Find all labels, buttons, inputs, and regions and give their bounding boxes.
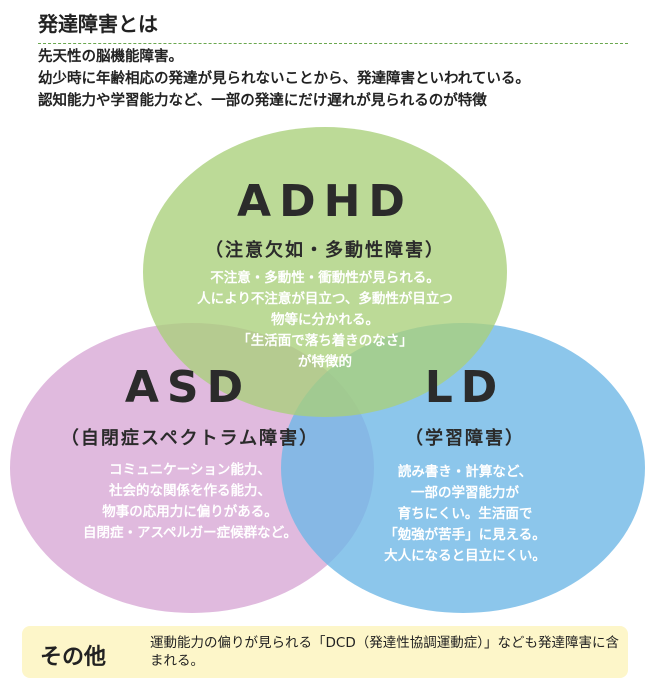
asd-name: ASD	[124, 362, 252, 413]
other-text: 運動能力の偏りが見られる「DCD（発達性協調運動症）」なども発達障害に含まれる。	[150, 635, 619, 669]
intro-line: 先天性の脳機能障害。	[38, 49, 183, 65]
adhd-description: 不注意・多動性・衝動性が見られる。 人により不注意が目立つ、多動性が目立つ 物等…	[197, 270, 453, 370]
adhd-name: ADHD	[237, 176, 413, 227]
ld-description: 読み書き・計算など、 一部の学習能力が 育ちにくい。生活面で 「勉強が苦手」に見…	[384, 464, 546, 564]
page-title: 発達障害とは	[38, 8, 628, 44]
intro-line: 認知能力や学習能力など、一部の発達にだけ遅れが見られるのが特徴	[38, 93, 487, 109]
venn-diagram	[10, 127, 645, 613]
other-label: その他	[40, 645, 107, 670]
asd-subtitle: （自閉症スペクトラム障害）	[60, 428, 320, 449]
ld-subtitle: （学習障害）	[405, 428, 525, 449]
intro-line: 幼少時に年齢相応の発達が見られないことから、発達障害といわれている。	[38, 71, 530, 87]
adhd-subtitle: （注意欠如・多動性障害）	[205, 240, 445, 261]
adhd-circle	[143, 127, 507, 417]
asd-description: コミュニケーション能力、 社会的な関係を作る能力、 物事の応用力に偏りがある。 …	[83, 462, 297, 541]
other-box: その他 運動能力の偏りが見られる「DCD（発達性協調運動症）」なども発達障害に含…	[22, 626, 628, 678]
ld-name: LD	[424, 362, 506, 413]
intro-text: 先天性の脳機能障害。 幼少時に年齢相応の発達が見られないことから、発達障害といわ…	[38, 46, 638, 112]
